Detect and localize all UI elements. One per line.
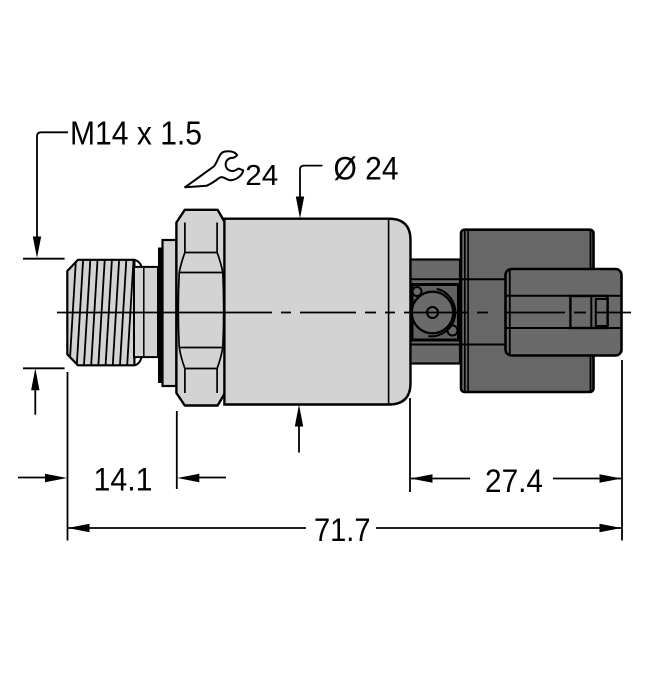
svg-text:71.7: 71.7 [314,512,371,548]
svg-text:Ø 24: Ø 24 [334,150,399,186]
svg-text:M14 x 1.5: M14 x 1.5 [70,114,202,151]
svg-text:14.1: 14.1 [94,461,153,497]
svg-text:27.4: 27.4 [485,463,543,499]
svg-text:24: 24 [245,160,278,192]
